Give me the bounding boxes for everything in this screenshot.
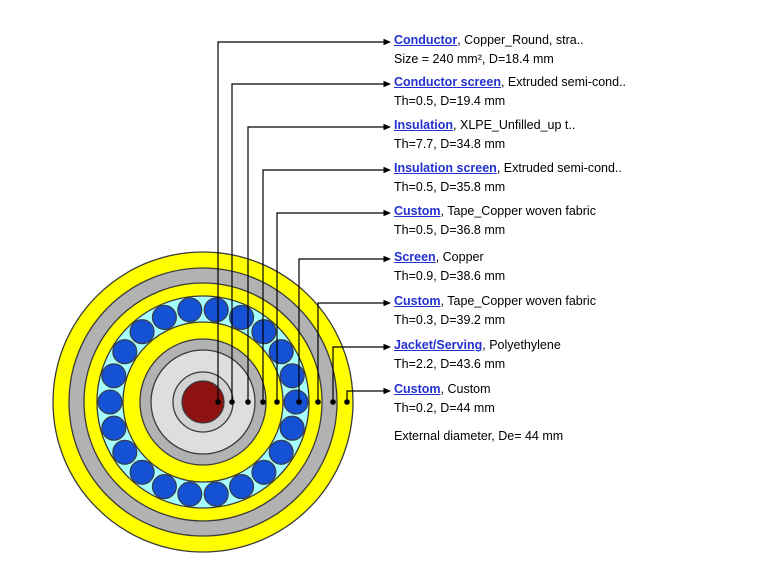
cable-layer-ring xyxy=(181,380,225,424)
screen-wire xyxy=(97,389,123,415)
screen-wire xyxy=(151,474,177,500)
leader-arrowhead xyxy=(383,299,391,307)
screen-wire xyxy=(283,389,309,415)
leader-dot xyxy=(215,399,221,405)
layer-name-link[interactable]: Screen xyxy=(394,250,436,264)
leader-arrowhead xyxy=(383,123,391,131)
screen-wire xyxy=(203,481,229,507)
leader-line xyxy=(298,258,384,402)
screen-wire xyxy=(112,339,138,365)
leader-line xyxy=(317,302,384,402)
screen-wire xyxy=(251,459,277,485)
leader-arrowhead xyxy=(383,387,391,395)
layer-name-link[interactable]: Custom xyxy=(394,204,441,218)
screen-wire xyxy=(177,297,203,323)
leader-arrowhead xyxy=(383,255,391,263)
leader-line xyxy=(231,83,384,402)
leader-line xyxy=(247,126,384,402)
screen-wire xyxy=(129,319,155,345)
leader-arrowhead xyxy=(383,343,391,351)
screen-wire xyxy=(279,415,305,441)
screen-wire xyxy=(268,439,294,465)
layer-name-link[interactable]: Jacket/Serving xyxy=(394,338,483,352)
leader-line xyxy=(346,390,384,402)
screen-wire xyxy=(129,459,155,485)
screen-wire xyxy=(251,319,277,345)
leader-dot xyxy=(315,399,321,405)
screen-wire xyxy=(229,474,255,500)
screen-wire xyxy=(203,297,229,323)
screen-wire xyxy=(268,339,294,365)
layer-name-link[interactable]: Conductor xyxy=(394,33,458,47)
screen-wire xyxy=(151,304,177,330)
leader-dot xyxy=(296,399,302,405)
leader-line xyxy=(276,212,384,402)
screen-wire xyxy=(112,439,138,465)
leader-dot xyxy=(229,399,235,405)
screen-wire xyxy=(101,415,127,441)
layer-name-link[interactable]: Custom xyxy=(394,382,441,396)
leader-arrowhead xyxy=(383,166,391,174)
screen-wire xyxy=(229,304,255,330)
leader-line xyxy=(262,169,384,402)
layer-name-link[interactable]: Custom xyxy=(394,294,441,308)
layer-name-link[interactable]: Insulation xyxy=(394,118,454,132)
leader-line xyxy=(332,346,384,402)
leader-dot xyxy=(274,399,280,405)
screen-wire xyxy=(279,363,305,389)
leader-dot xyxy=(260,399,266,405)
layer-name-link[interactable]: Conductor screen xyxy=(394,75,501,89)
leader-dot xyxy=(344,399,350,405)
screen-wire xyxy=(177,481,203,507)
layer-name-link[interactable]: Insulation screen xyxy=(394,161,497,175)
leader-arrowhead xyxy=(383,80,391,88)
leader-arrowhead xyxy=(383,38,391,46)
leader-dot xyxy=(330,399,336,405)
leader-line xyxy=(217,41,384,402)
leader-arrowhead xyxy=(383,209,391,217)
screen-wire xyxy=(101,363,127,389)
leader-dot xyxy=(245,399,251,405)
